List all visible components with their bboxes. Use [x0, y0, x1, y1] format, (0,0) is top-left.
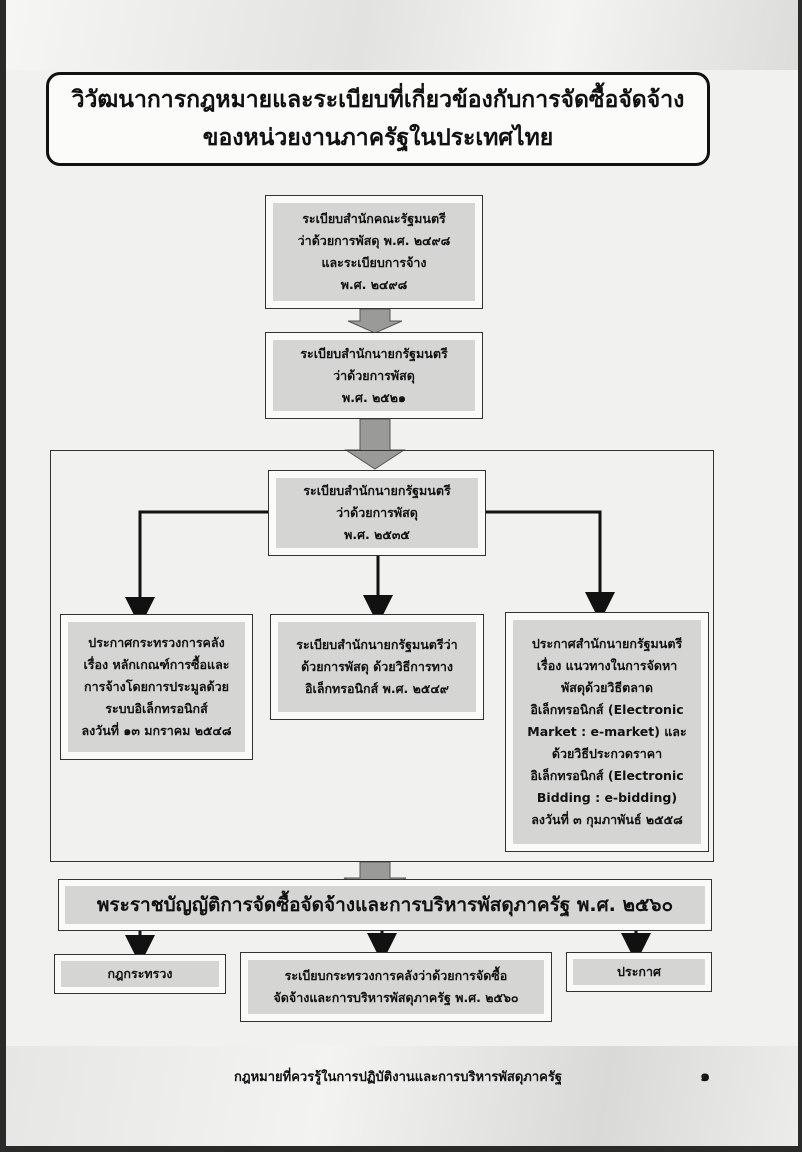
box-ministerial-regulation: กฎกระทรวง	[54, 954, 226, 994]
box-regulation-2535: ระเบียบสำนักนายกรัฐมนตรี ว่าด้วยการพัสดุ…	[268, 470, 486, 556]
footer-decoration	[6, 1046, 798, 1146]
text-line: เรื่อง หลักเกณฑ์การซื้อและ	[83, 657, 230, 672]
box-announcement-2558: ประกาศสำนักนายกรัฐมนตรี เรื่อง แนวทางในก…	[505, 612, 709, 852]
text-line: ระบบอิเล็กทรอนิกส์	[105, 701, 208, 716]
box-announcement: ประกาศ	[566, 952, 712, 992]
footer-text: กฎหมายที่ควรรู้ในการปฏิบัติงานและการบริห…	[234, 1070, 563, 1085]
document-page: วิวัฒนาการกฎหมายและระเบียบที่เกี่ยวข้องก…	[6, 0, 798, 1146]
text-line: ด้วยวิธีประกวดราคา	[551, 746, 663, 761]
text-line: ระเบียบสำนักนายกรัฐมนตรี	[300, 345, 448, 361]
text-line: ระเบียบสำนักนายกรัฐมนตรี	[303, 483, 451, 498]
text-line: ลงวันที่ ๓ กุมภาพันธ์ ๒๕๕๘	[531, 812, 683, 827]
gray-arrow-1	[347, 308, 403, 334]
text-line: และระเบียบการจ้าง	[321, 255, 427, 270]
text-line: Market : e-market) และ	[527, 724, 687, 739]
text-line: ลงวันที่ ๑๓ มกราคม ๒๕๔๘	[81, 723, 232, 738]
text-line: Bidding : e-bidding)	[536, 790, 678, 805]
text-line: พ.ศ. ๒๕๓๕	[344, 527, 410, 542]
text-line: ว่าด้วยการพัสดุ	[333, 367, 415, 383]
text-line: พ.ศ. ๒๔๙๘	[340, 277, 408, 292]
text-line: เรื่อง แนวทางในการจัดหา	[536, 658, 678, 673]
act-title: พระราชบัญญัติการจัดซื้อจัดจ้างและการบริห…	[65, 886, 705, 924]
flow-connectors	[125, 308, 651, 965]
text-line: พัสดุด้วยวิธีตลาด	[560, 680, 653, 695]
branch-right-arrow	[486, 510, 615, 622]
text-line: ประกาศกระทรวงการคลัง	[88, 635, 225, 650]
text-line: อิเล็กทรอนิกส์ พ.ศ. ๒๕๔๙	[305, 681, 449, 696]
header-decoration	[6, 0, 798, 70]
text-line: ด้วยการพัสดุ ด้วยวิธีการทาง	[301, 659, 453, 674]
text-line: อิเล็กทรอนิกส์ (Electronic	[530, 702, 684, 717]
text-line: จัดจ้างและการบริหารพัสดุภาครัฐ พ.ศ. ๒๕๖๐	[273, 990, 519, 1005]
branch-left-arrow	[125, 510, 268, 627]
text-line: ระเบียบกระทรวงการคลังว่าด้วยการจัดซื้อ	[284, 968, 508, 983]
flow-frame-2535	[50, 450, 714, 862]
box-announcement-2548: ประกาศกระทรวงการคลัง เรื่อง หลักเกณฑ์การ…	[60, 614, 253, 760]
page-number: ๑	[700, 1066, 711, 1085]
text-line: ระเบียบสำนักคณะรัฐมนตรี	[302, 211, 446, 226]
box-regulation-2498: ระเบียบสำนักคณะรัฐมนตรี ว่าด้วยการพัสดุ …	[265, 195, 483, 309]
text-line: อิเล็กทรอนิกส์ (Electronic	[530, 768, 684, 783]
text-line: พ.ศ. ๒๕๒๑	[342, 389, 406, 405]
title-line-1: วิวัฒนาการกฎหมายและระเบียบที่เกี่ยวข้องก…	[71, 87, 685, 113]
box-act-2560: พระราชบัญญัติการจัดซื้อจัดจ้างและการบริห…	[58, 879, 712, 931]
box-regulation-2549: ระเบียบสำนักนายกรัฐมนตรีว่า ด้วยการพัสดุ…	[270, 614, 484, 720]
box-regulation-2521: ระเบียบสำนักนายกรัฐมนตรี ว่าด้วยการพัสดุ…	[265, 332, 483, 419]
text-line: กฎกระทรวง	[107, 966, 173, 981]
page-title: วิวัฒนาการกฎหมายและระเบียบที่เกี่ยวข้องก…	[46, 72, 710, 166]
title-line-2: ของหน่วยงานภาครัฐในประเทศไทย	[202, 125, 554, 151]
text-line: ประกาศสำนักนายกรัฐมนตรี	[531, 636, 683, 651]
box-mof-regulation-2560: ระเบียบกระทรวงการคลังว่าด้วยการจัดซื้อ จ…	[240, 952, 552, 1022]
text-line: ว่าด้วยการพัสดุ พ.ศ. ๒๔๙๘	[297, 233, 451, 248]
text-line: ว่าด้วยการพัสดุ	[336, 505, 418, 520]
text-line: การจ้างโดยการประมูลด้วย	[84, 679, 229, 694]
text-line: ประกาศ	[617, 964, 661, 979]
text-line: ระเบียบสำนักนายกรัฐมนตรีว่า	[296, 637, 458, 652]
